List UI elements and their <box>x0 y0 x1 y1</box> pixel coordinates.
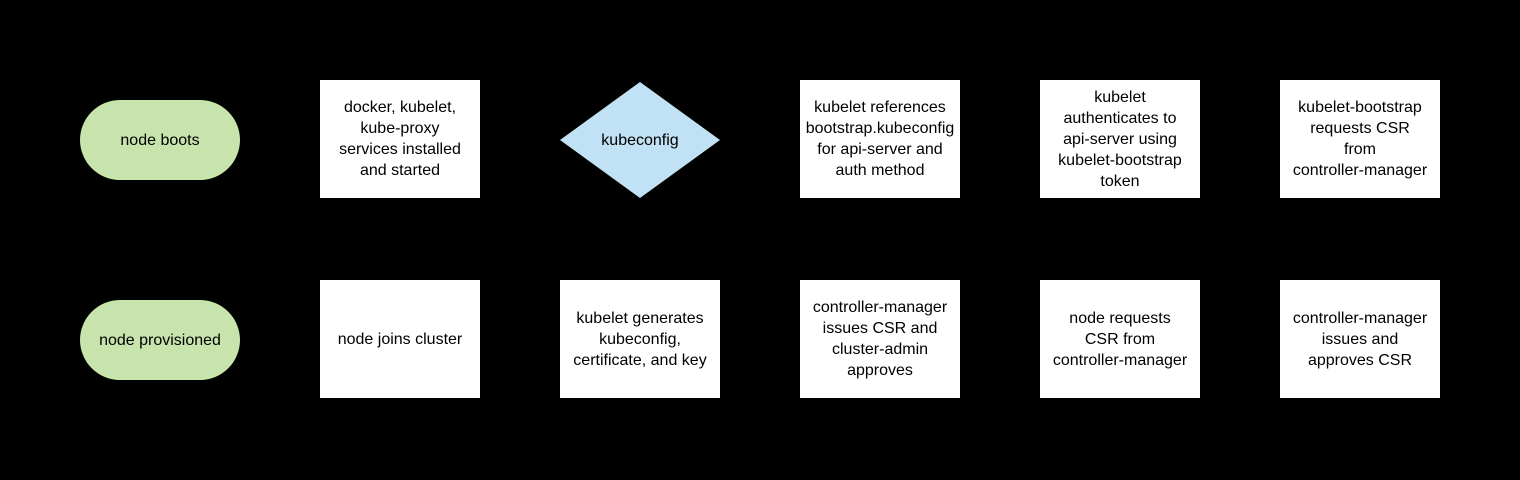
flow-node-label: kubelet authenticates to api-server usin… <box>1058 88 1182 190</box>
flow-node-label: kubeconfig <box>601 131 679 149</box>
flow-node-label: node joins cluster <box>337 330 463 348</box>
flow-node-label: docker, kubelet, kube-proxy services ins… <box>339 99 461 179</box>
flow-node-bootstrap-requests-csr: kubelet-bootstrap requests CSR from cont… <box>1280 80 1440 198</box>
flow-node-node-requests-csr: node requests CSR from controller-manage… <box>1040 280 1200 398</box>
flow-node-label: node boots <box>120 131 200 149</box>
flow-node-cm-issues-and-approves: controller-manager issues and approves C… <box>1280 280 1440 398</box>
flow-node-kubelet-authenticates: kubelet authenticates to api-server usin… <box>1040 80 1200 198</box>
flow-node-kubeconfig-decision: kubeconfig <box>560 82 720 198</box>
flow-node-node-joins-cluster: node joins cluster <box>320 280 480 398</box>
flow-node-node-boots: node boots <box>80 100 240 180</box>
flow-node-cm-issues-admin-approves: controller-manager issues CSR and cluste… <box>800 280 960 398</box>
flow-node-label: controller-manager issues and approves C… <box>1292 309 1428 369</box>
flow-node-label: controller-manager issues CSR and cluste… <box>812 299 948 379</box>
flow-node-label: node requests CSR from controller-manage… <box>1052 309 1188 369</box>
flow-node-label: kubelet generates kubeconfig, certificat… <box>573 309 707 369</box>
flow-node-label: kubelet references bootstrap.kubeconfig … <box>805 99 955 179</box>
flow-node-kubelet-generates: kubelet generates kubeconfig, certificat… <box>560 280 720 398</box>
flow-node-kubelet-references: kubelet references bootstrap.kubeconfig … <box>800 80 960 198</box>
flow-node-node-provisioned: node provisioned <box>80 300 240 380</box>
flow-node-services-installed: docker, kubelet, kube-proxy services ins… <box>320 80 480 198</box>
flow-node-label: kubelet-bootstrap requests CSR from cont… <box>1292 99 1428 179</box>
flow-node-label: node provisioned <box>99 331 221 349</box>
